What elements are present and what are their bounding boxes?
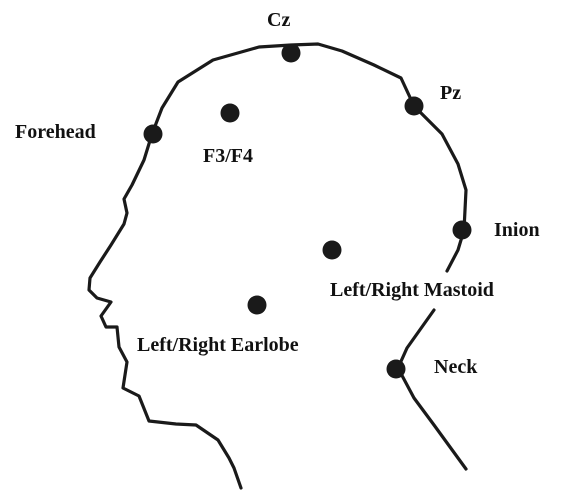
inion-label: Inion <box>494 219 540 241</box>
mastoid-electrode <box>323 241 342 260</box>
neck-electrode <box>387 360 406 379</box>
neck-label: Neck <box>434 356 478 378</box>
earlobe-electrode <box>248 296 267 315</box>
cz-label: Cz <box>267 9 290 31</box>
cz-electrode <box>282 44 301 63</box>
pz-label: Pz <box>440 82 461 104</box>
pz-electrode <box>405 97 424 116</box>
f3f4-electrode <box>221 104 240 123</box>
forehead-electrode <box>144 125 163 144</box>
f3f4-label: F3/F4 <box>203 145 253 167</box>
inion-electrode <box>453 221 472 240</box>
neck-outline <box>398 310 466 469</box>
forehead-label: Forehead <box>15 121 96 143</box>
earlobe-label: Left/Right Earlobe <box>137 334 299 356</box>
mastoid-label: Left/Right Mastoid <box>330 279 494 301</box>
